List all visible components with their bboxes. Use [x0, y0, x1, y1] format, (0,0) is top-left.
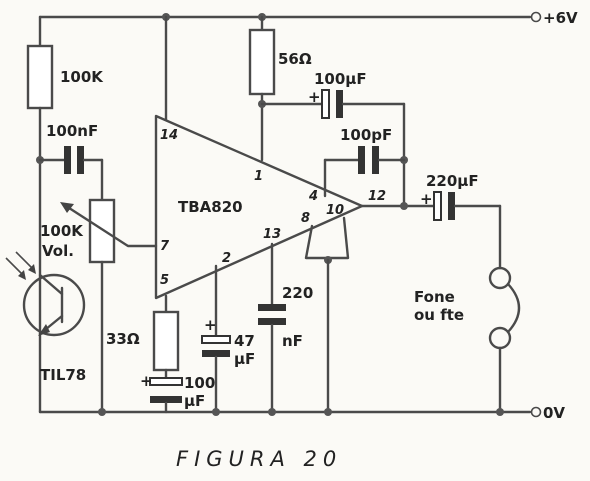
figure-caption: FIGURA 20 [176, 447, 342, 471]
pin-8: 8 [301, 211, 310, 226]
pin-7: 7 [160, 239, 170, 254]
pin-1: 1 [254, 169, 263, 184]
capacitor-220uf-label: 220µF [426, 172, 479, 190]
pin-4: 4 [308, 189, 318, 204]
potentiometer-value-label: 100K [40, 222, 84, 240]
emitter-arrow [38, 324, 50, 336]
capacitor-100uf-bot-plate-a [149, 377, 183, 386]
capacitor-100uf-bot-label-a: 100 [184, 374, 215, 392]
capacitor-100uf-bot-plate-b [150, 396, 182, 403]
pin-12: 12 [368, 189, 386, 204]
speaker-coil [506, 282, 521, 334]
capacitor-47uf-label-b: µF [234, 350, 255, 368]
pin-2: 2 [222, 251, 231, 266]
capacitor-100uf-bot-label-b: µF [184, 392, 205, 410]
capacitor-100pf-plate-a [358, 146, 365, 174]
speaker-label-line1: Fone [414, 288, 455, 306]
capacitor-220nf-plate-b [258, 318, 286, 325]
pin-10: 10 [326, 203, 344, 218]
ground-label: 0V [543, 404, 565, 422]
ic-name-label: TBA820 [178, 198, 243, 216]
capacitor-100uf-top-label: 100µF [314, 70, 367, 88]
polarity-plus: + [204, 316, 217, 334]
capacitor-47uf-plate-a [201, 335, 231, 344]
potentiometer-volume [88, 198, 116, 264]
supply-terminal [530, 11, 542, 23]
capacitor-47uf-label-a: 47 [234, 332, 255, 350]
node-dot [268, 408, 276, 416]
resistor-33-label: 33Ω [106, 330, 140, 348]
capacitor-220uf-plate-b [448, 192, 455, 220]
node-dot [400, 202, 408, 210]
capacitor-220nf-plate-a [258, 304, 286, 311]
resistor-33-ohm [152, 310, 180, 372]
resistor-56-ohm [248, 28, 276, 96]
node-dot [324, 408, 332, 416]
capacitor-100nf-plate-a [64, 146, 71, 174]
polarity-plus: + [308, 88, 321, 106]
wiper-arrow-head [60, 202, 74, 213]
transistor-label: TIL78 [40, 366, 86, 384]
capacitor-100uf-top-plate-b [336, 90, 343, 118]
phototransistor-til78 [22, 273, 86, 337]
capacitor-100uf-top-plate-a [321, 89, 330, 119]
potentiometer-wiper [64, 204, 158, 248]
capacitor-100nf-label: 100nF [46, 122, 98, 140]
node-dot [212, 408, 220, 416]
speaker-label-line2: ou fte [414, 306, 464, 324]
light-arrow-head [28, 264, 36, 274]
wire [304, 216, 350, 260]
capacitor-220nf-label-a: 220 [282, 284, 313, 302]
speaker-terminal-top [488, 266, 512, 290]
capacitor-100pf-label: 100pF [340, 126, 392, 144]
capacitor-220nf-label-b: nF [282, 332, 303, 350]
resistor-100k [26, 44, 54, 110]
polarity-plus: + [140, 372, 153, 390]
supply-label: +6V [543, 9, 578, 27]
node-dot [496, 408, 504, 416]
transistor-collector [38, 273, 64, 296]
pin-14: 14 [160, 128, 178, 143]
ic-tba820 [154, 114, 364, 300]
light-arrow-head [18, 270, 26, 280]
capacitor-100pf-plate-b [372, 146, 379, 174]
pin-13: 13 [263, 227, 281, 242]
resistor-56-label: 56Ω [278, 50, 312, 68]
capacitor-47uf-plate-b [202, 350, 230, 357]
potentiometer-name-label: Vol. [42, 242, 74, 260]
capacitor-220uf-plate-a [433, 191, 442, 221]
node-dot [98, 408, 106, 416]
resistor-100k-label: 100K [60, 68, 104, 86]
polarity-plus: + [420, 190, 433, 208]
pin-5: 5 [160, 273, 169, 288]
ground-terminal [530, 406, 542, 418]
capacitor-100nf-plate-b [77, 146, 84, 174]
speaker-terminal-bottom [488, 326, 512, 350]
